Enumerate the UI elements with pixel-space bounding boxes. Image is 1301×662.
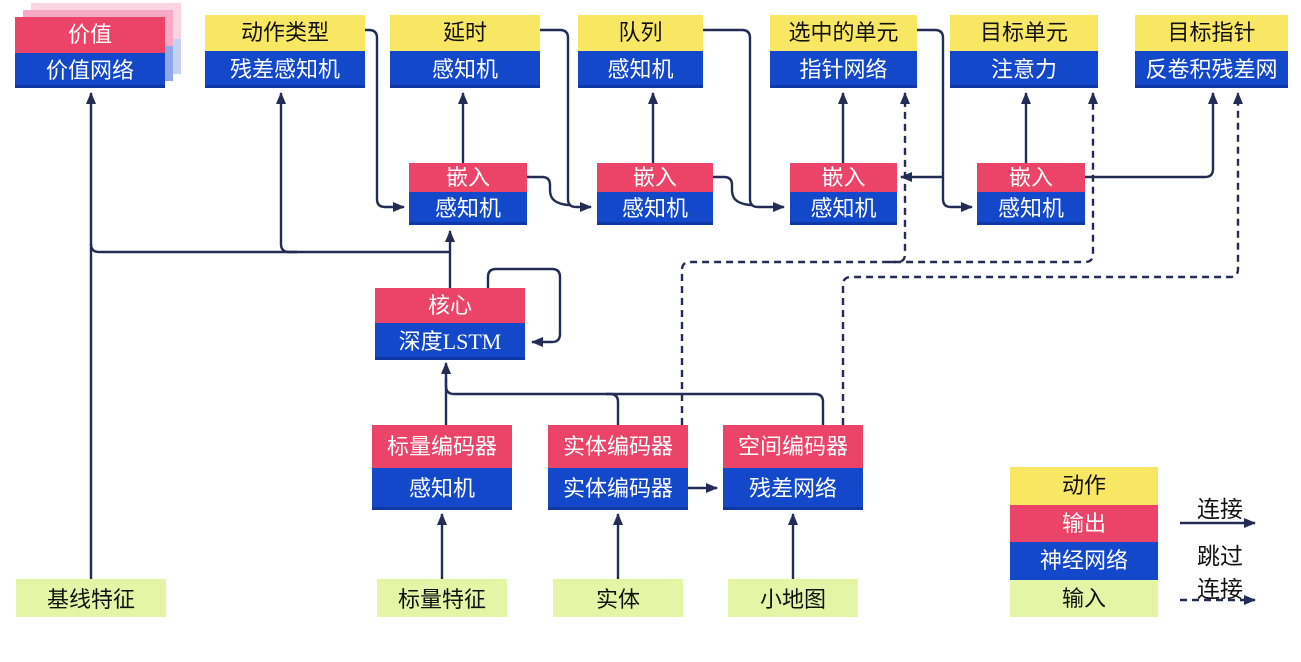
- node-entity-encoder: 实体编码器 实体编码器: [548, 425, 688, 510]
- edge-spatial-merge-horizontal: [444, 378, 825, 425]
- legend-network-swatch: 神经网络: [1010, 542, 1158, 580]
- legend-skip-label-line1: 跳过: [1197, 544, 1243, 569]
- node-input-minimap: 小地图: [728, 579, 858, 617]
- legend-action-swatch: 动作: [1010, 467, 1158, 505]
- node-embed-2: 嵌入 感知机: [597, 163, 713, 225]
- core-network-label: 深度LSTM: [375, 323, 525, 360]
- edge-skip-entity-to-selectedunits: [889, 92, 910, 264]
- edge-queue-to-embed3: [703, 28, 785, 212]
- embed2-output-label: 嵌入: [597, 163, 713, 192]
- actiontype-network-label: 残差感知机: [205, 51, 365, 88]
- node-actiontype-head: 动作类型 残差感知机: [205, 15, 365, 88]
- embed3-output-label: 嵌入: [790, 163, 897, 192]
- scalar-encoder-network-label: 感知机: [372, 468, 512, 510]
- targetpoint-network-label: 反卷积残差网: [1135, 51, 1288, 88]
- node-targetunit-head: 目标单元 注意力: [950, 15, 1098, 88]
- edge-core-branch-to-actiontype: [276, 92, 297, 254]
- edge-skip-entity-to-targetunit: [680, 92, 1098, 425]
- node-scalar-encoder: 标量编码器 感知机: [372, 425, 512, 510]
- targetunit-network-label: 注意力: [950, 51, 1098, 88]
- legend-input-swatch: 输入: [1010, 580, 1158, 617]
- spatial-encoder-output-label: 空间编码器: [723, 425, 863, 468]
- delay-network-label: 感知机: [390, 51, 540, 88]
- entity-encoder-network-label: 实体编码器: [548, 468, 688, 510]
- edge-embed2-out-merge: [713, 175, 753, 207]
- node-spatial-encoder: 空间编码器 残差网络: [723, 425, 863, 510]
- selectedunits-network-label: 指针网络: [770, 51, 917, 88]
- core-output-label: 核心: [375, 288, 525, 323]
- targetunit-action-label: 目标单元: [950, 15, 1098, 51]
- node-delay-head: 延时 感知机: [390, 15, 540, 88]
- edge-entityencoder-up-merge: [606, 392, 620, 425]
- embed4-network-label: 感知机: [977, 192, 1085, 225]
- embed2-network-label: 感知机: [597, 192, 713, 225]
- embed4-output-label: 嵌入: [977, 163, 1085, 192]
- embed3-network-label: 感知机: [790, 192, 897, 225]
- node-input-scalar-features: 标量特征: [377, 579, 507, 617]
- edge-core-self-loop: [486, 267, 562, 347]
- edge-core-branch-horizontal: [89, 243, 450, 254]
- legend-connect-label: 连接: [1197, 497, 1243, 522]
- node-value-head: 价值 价值网络: [15, 17, 165, 88]
- node-targetpoint-head: 目标指针 反卷积残差网: [1135, 15, 1288, 88]
- entity-encoder-output-label: 实体编码器: [548, 425, 688, 468]
- node-queue-head: 队列 感知机: [578, 15, 703, 88]
- node-selectedunits-head: 选中的单元 指针网络: [770, 15, 917, 88]
- value-network-label: 价值网络: [15, 53, 165, 88]
- spatial-encoder-network-label: 残差网络: [723, 468, 863, 510]
- legend-output-swatch: 输出: [1010, 505, 1158, 542]
- node-embed-1: 嵌入 感知机: [409, 163, 527, 225]
- queue-network-label: 感知机: [578, 51, 703, 88]
- edge-selectedunits-to-embed4: [917, 28, 973, 212]
- targetpoint-action-label: 目标指针: [1135, 15, 1288, 51]
- legend-swatches: 动作 输出 神经网络 输入: [1010, 467, 1158, 617]
- node-embed-3: 嵌入 感知机: [790, 163, 897, 225]
- queue-action-label: 队列: [578, 15, 703, 51]
- node-input-entities: 实体: [553, 579, 683, 617]
- node-embed-4: 嵌入 感知机: [977, 163, 1085, 225]
- edge-embed1-out-merge: [527, 175, 571, 207]
- edge-delay-to-embed2: [540, 28, 592, 212]
- edge-skip-spatial-to-targetpoint: [841, 92, 1243, 425]
- embed1-output-label: 嵌入: [409, 163, 527, 192]
- node-core: 核心 深度LSTM: [375, 288, 525, 360]
- delay-action-label: 延时: [390, 15, 540, 51]
- edge-embed4-to-targetpoint: [1085, 92, 1218, 179]
- actiontype-action-label: 动作类型: [205, 15, 365, 51]
- embed1-network-label: 感知机: [409, 192, 527, 225]
- selectedunits-action-label: 选中的单元: [770, 15, 917, 51]
- node-input-baseline-features: 基线特征: [16, 579, 166, 617]
- scalar-encoder-output-label: 标量编码器: [372, 425, 512, 468]
- value-action-label: 价值: [15, 17, 165, 53]
- edge-actiontype-to-embed1: [365, 28, 405, 212]
- legend-skip-label-line2: 连接: [1197, 577, 1243, 602]
